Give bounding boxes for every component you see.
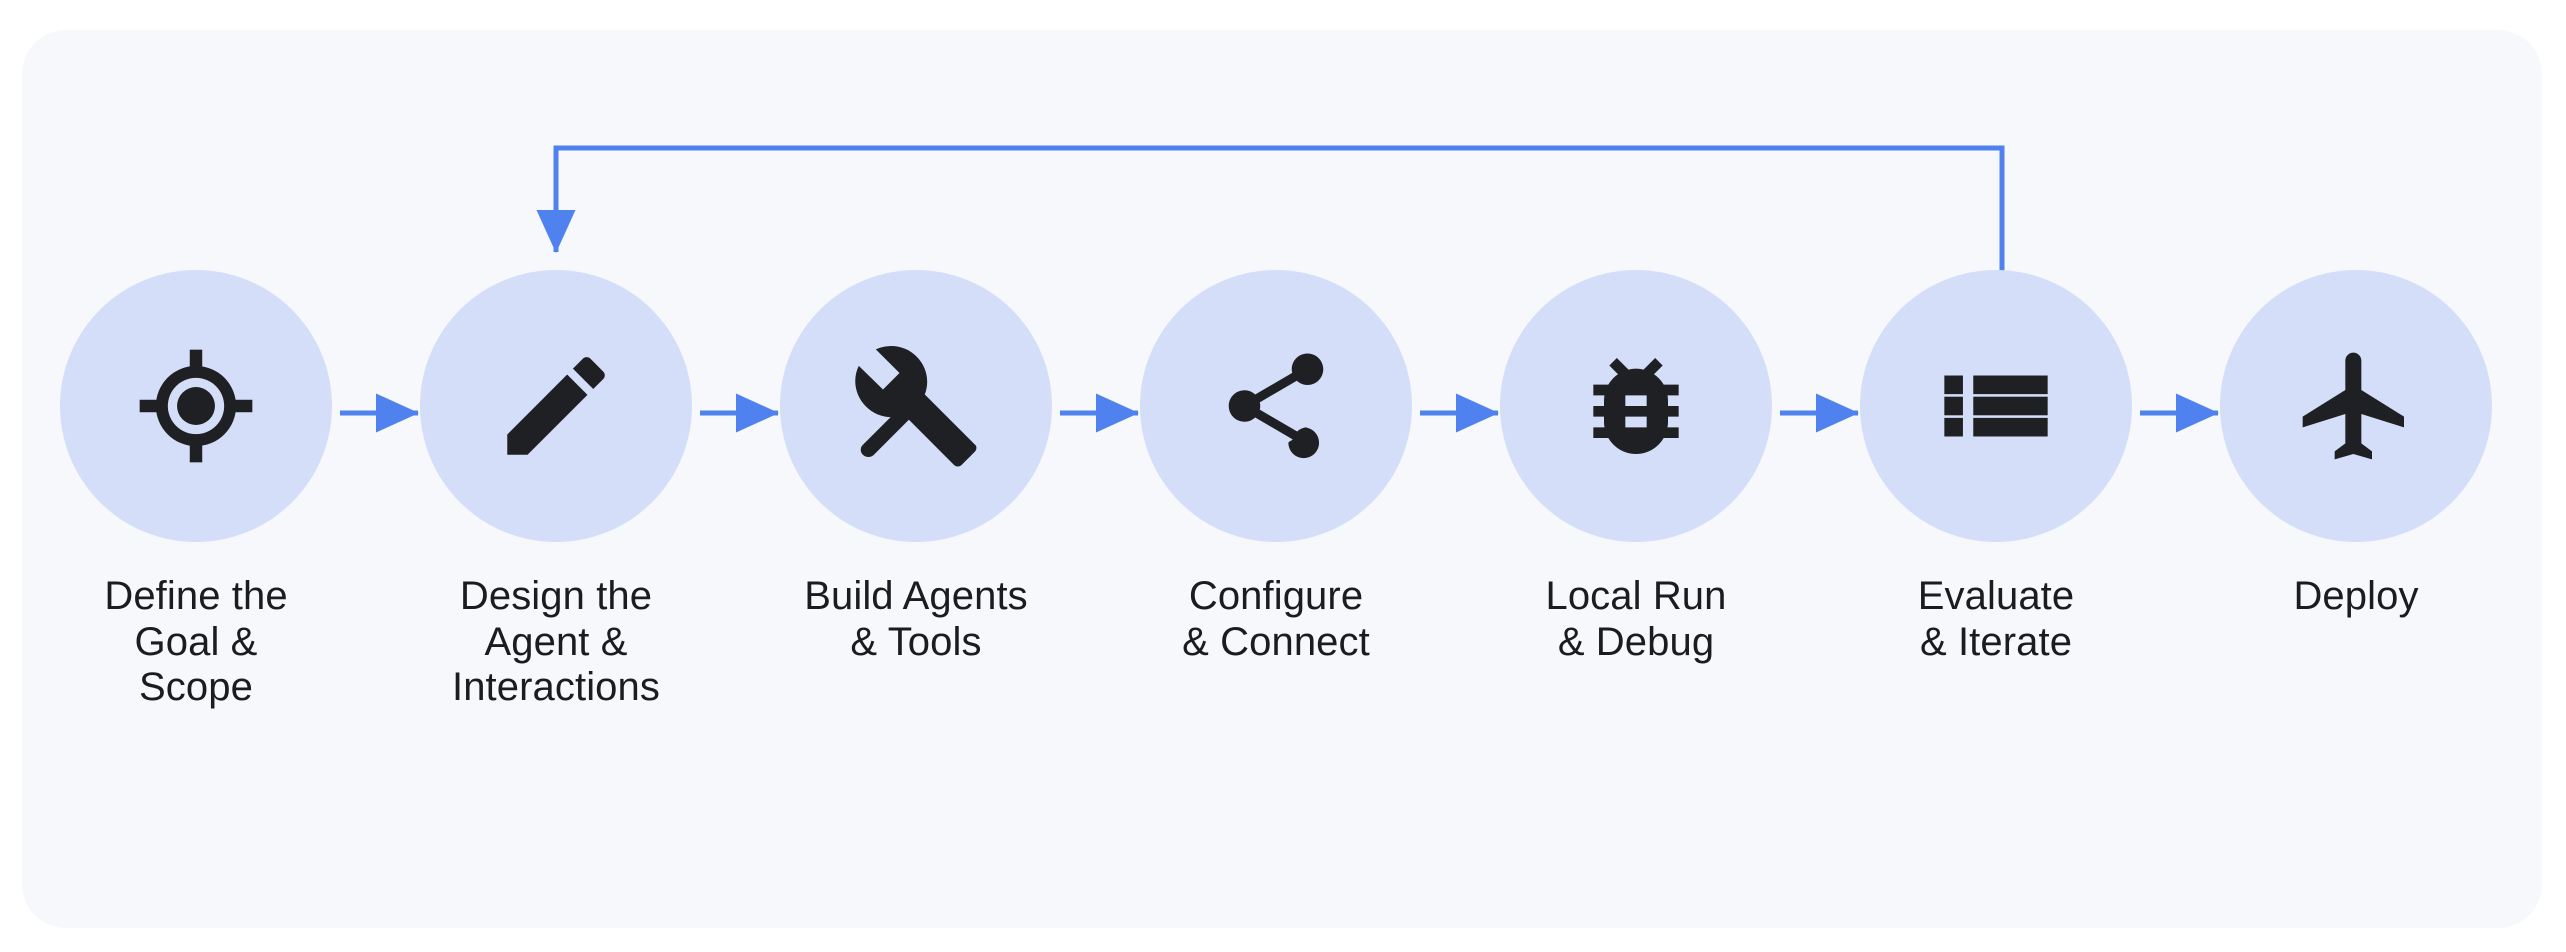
step-5-label: Local Run & Debug <box>1545 574 1727 664</box>
target-icon <box>139 349 253 463</box>
list-icon <box>1944 375 2048 437</box>
step-7-label: Deploy <box>2293 574 2419 618</box>
step-build-agents-tools[interactable]: Build Agents & Tools <box>766 270 1066 665</box>
step-configure-connect[interactable]: Configure & Connect <box>1126 270 1426 665</box>
step-2-label: Design the Agent & Interactions <box>452 574 660 710</box>
step-5-circle[interactable] <box>1500 270 1772 542</box>
step-7-circle[interactable] <box>2220 270 2492 542</box>
step-evaluate-iterate[interactable]: Evaluate & Iterate <box>1846 270 2146 665</box>
bug-icon <box>1593 358 1679 454</box>
pencil-icon <box>507 357 605 455</box>
step-define-goal-scope[interactable]: Define the Goal & Scope <box>46 270 346 711</box>
step-6-circle[interactable] <box>1860 270 2132 542</box>
step-3-label: Build Agents & Tools <box>804 574 1028 664</box>
step-1-circle[interactable] <box>60 270 332 542</box>
step-6-label: Evaluate & Iterate <box>1917 574 2075 664</box>
hammer-wrench-icon <box>855 346 977 467</box>
share-nodes-icon <box>1228 353 1324 459</box>
step-4-label: Configure & Connect <box>1182 574 1370 664</box>
step-design-agent-interactions[interactable]: Design the Agent & Interactions <box>406 270 706 711</box>
step-3-circle[interactable] <box>780 270 1052 542</box>
step-deploy[interactable]: Deploy <box>2206 270 2506 620</box>
airplane-icon <box>2302 352 2404 460</box>
step-1-label: Define the Goal & Scope <box>104 574 288 710</box>
step-local-run-debug[interactable]: Local Run & Debug <box>1486 270 1786 665</box>
step-2-circle[interactable] <box>420 270 692 542</box>
step-4-circle[interactable] <box>1140 270 1412 542</box>
